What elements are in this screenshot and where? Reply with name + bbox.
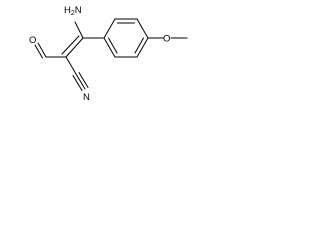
carbon-nitrile-bond <box>65 56 77 75</box>
ring-double-bond <box>134 37 144 54</box>
methoxy-oxygen-label: O <box>163 34 170 45</box>
alkene-bond-inner <box>61 35 80 55</box>
carbonyl-bond-inner <box>34 44 43 59</box>
nitrile-nitrogen-label: N <box>83 92 90 103</box>
alkene-bond-outer <box>65 37 84 58</box>
ring-double-bond <box>108 37 118 54</box>
nitrile-triple-bond <box>72 72 89 91</box>
benzene-ring <box>103 18 149 58</box>
triple-bond-center <box>75 73 86 90</box>
amine-subscript: 2 <box>71 10 75 17</box>
aldehyde-oxygen-label: O <box>29 35 36 46</box>
triple-bond-side <box>78 72 89 88</box>
triple-bond-side <box>72 75 83 91</box>
molecule-drawing: O H2N O N <box>29 5 188 103</box>
ring-bond <box>136 18 149 39</box>
structure-canvas: O H2N O N <box>0 0 204 121</box>
ring-bond <box>103 18 116 39</box>
ring-bond <box>136 37 149 58</box>
carbonyl-bond-outer <box>37 42 47 58</box>
ring-bond <box>103 37 116 58</box>
amine-h: H <box>64 5 71 16</box>
amine-label: H2N <box>64 5 82 17</box>
amine-n: N <box>75 5 82 16</box>
alkene-double-bond <box>61 35 84 58</box>
carbon-amine-bond <box>74 21 84 39</box>
aldehyde-double-bond <box>34 42 47 59</box>
